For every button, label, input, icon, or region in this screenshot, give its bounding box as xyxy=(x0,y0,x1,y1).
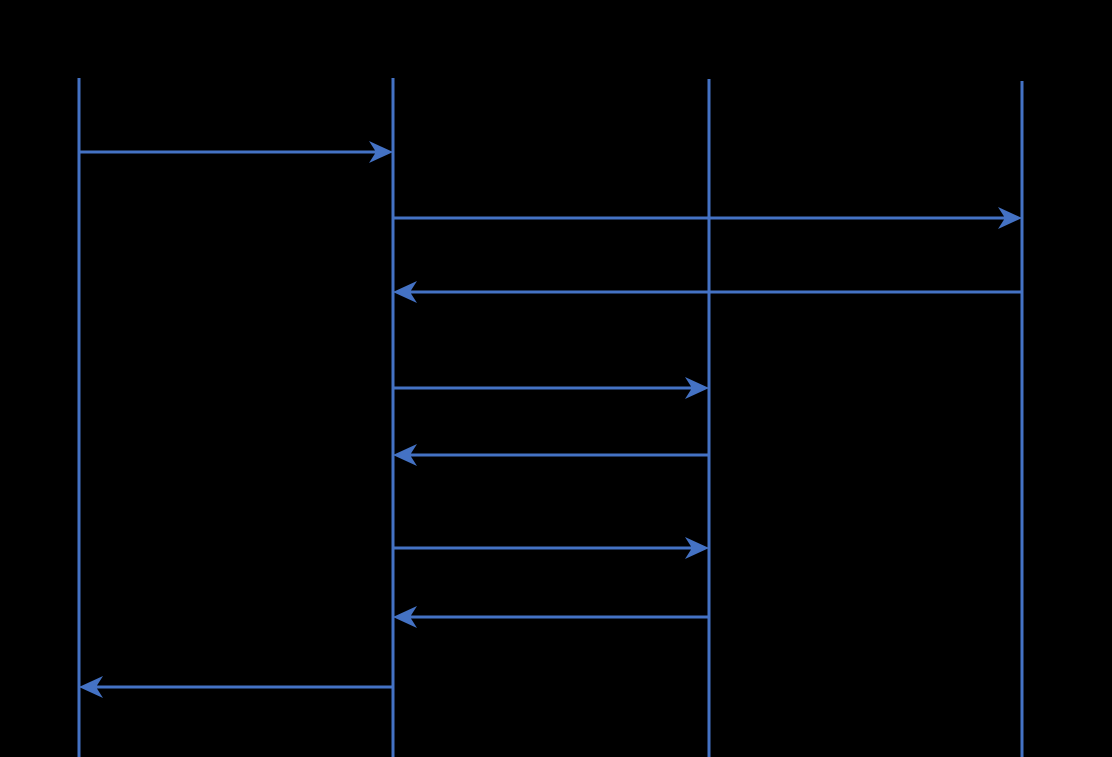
message-arrow-2 xyxy=(393,207,1022,229)
message-arrow-4 xyxy=(393,377,709,399)
message-arrow-5 xyxy=(393,444,709,466)
message-arrow-6 xyxy=(393,537,709,559)
message-arrow-4-arrowhead-icon xyxy=(685,377,709,399)
message-arrow-8-arrowhead-icon xyxy=(79,676,103,698)
message-arrow-1 xyxy=(79,141,393,163)
message-arrow-6-arrowhead-icon xyxy=(685,537,709,559)
message-arrow-3-arrowhead-icon xyxy=(393,281,417,303)
message-arrow-3 xyxy=(393,281,1022,303)
message-arrow-2-arrowhead-icon xyxy=(998,207,1022,229)
message-arrow-7-arrowhead-icon xyxy=(393,606,417,628)
message-arrow-1-arrowhead-icon xyxy=(369,141,393,163)
message-arrow-5-arrowhead-icon xyxy=(393,444,417,466)
message-arrow-8 xyxy=(79,676,393,698)
message-arrow-7 xyxy=(393,606,709,628)
